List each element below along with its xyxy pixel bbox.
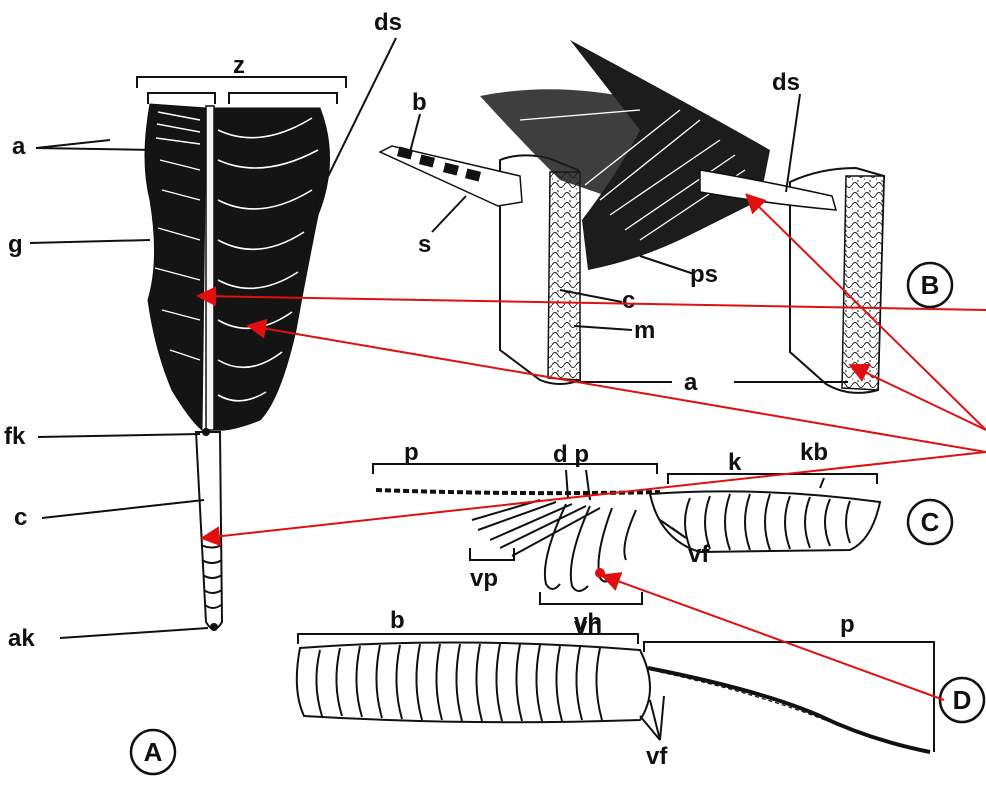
label-c-p: p: [404, 439, 419, 466]
rachis: [206, 106, 214, 430]
label-c-vf: vf: [688, 541, 710, 568]
label-d-vh: vh: [574, 613, 602, 640]
bracket-vp: [470, 548, 514, 560]
pennulum-d: [648, 668, 930, 752]
panel-d: b vh p vf D: [297, 607, 984, 770]
label-b-a: a: [684, 369, 698, 396]
label-b: b: [412, 89, 427, 116]
label-b-ds: ds: [772, 69, 800, 96]
panel-b-title: B: [921, 270, 940, 300]
calamus: [196, 432, 222, 629]
label-ds: ds: [374, 9, 402, 36]
ak-knob: [210, 623, 218, 631]
label-d-p: p: [840, 611, 855, 638]
label-c: c: [14, 504, 27, 531]
barb-strips: [380, 146, 522, 206]
label-b-c: c: [622, 287, 635, 314]
label-m: m: [634, 317, 655, 344]
panel-d-title: D: [953, 685, 972, 715]
label-s: s: [418, 231, 431, 258]
barb-block-left-cells: [548, 172, 580, 380]
label-z: z: [233, 52, 245, 79]
label-d-vf: vf: [646, 743, 668, 770]
vane-left: [145, 104, 206, 430]
label-kb: kb: [800, 439, 828, 466]
vane-right: [214, 108, 330, 430]
label-k: k: [728, 449, 742, 476]
arrow-to-barb-cells: [852, 366, 986, 430]
label-dp: d p: [553, 441, 589, 468]
label-ak: ak: [8, 625, 35, 652]
panel-c: p d p k kb vp vh vf C: [373, 439, 952, 636]
fk-knob: [202, 428, 210, 436]
label-vp: vp: [470, 565, 498, 592]
label-g: g: [8, 231, 23, 258]
bracket-z-left: [148, 93, 215, 104]
label-ps: ps: [690, 261, 718, 288]
panel-b: b ds s c ps m a B: [380, 40, 952, 396]
label-fk: fk: [4, 423, 26, 450]
hooklets: [545, 504, 636, 591]
panel-c-title: C: [921, 507, 940, 537]
label-d-b: b: [390, 607, 405, 634]
pennulum-d-inner: [660, 672, 830, 722]
label-a: a: [12, 133, 26, 160]
arrow-to-hooklet: [604, 576, 944, 700]
bracket-d-p: [644, 642, 934, 752]
hooklet-marker: [595, 568, 605, 578]
bracket-vh: [540, 592, 642, 604]
bracket-z-right: [229, 93, 337, 104]
barb-block-right-cells: [842, 176, 884, 390]
panel-a-title: A: [144, 737, 163, 767]
